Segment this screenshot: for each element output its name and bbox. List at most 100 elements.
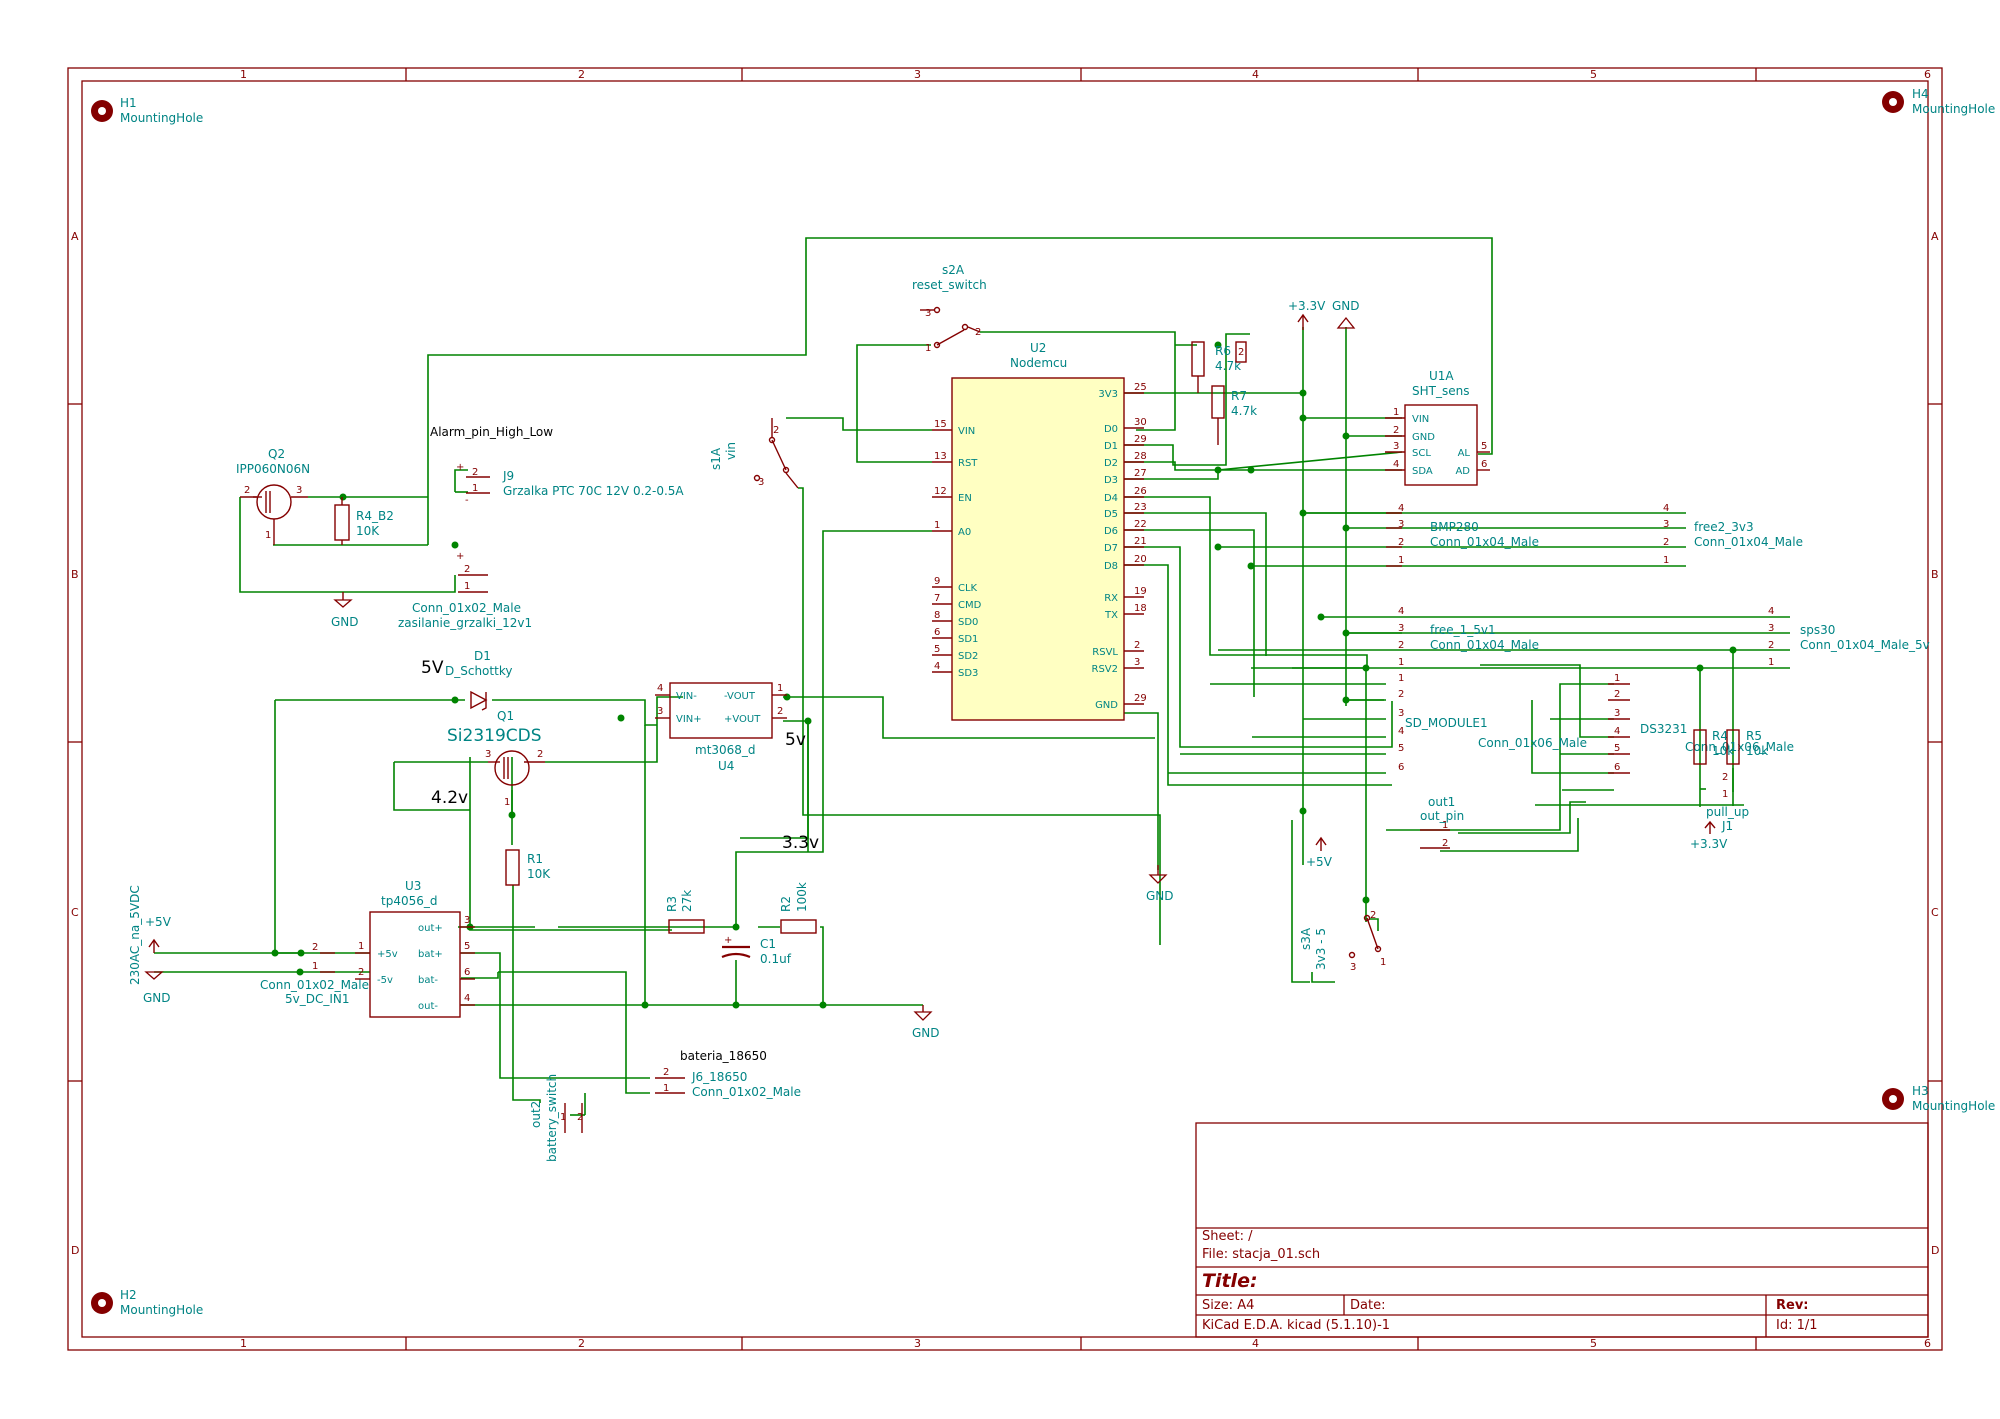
u3-pin-6: 6 bbox=[464, 967, 470, 978]
svg-text:2: 2 bbox=[1722, 772, 1728, 783]
grid-col-5-bottom: 5 bbox=[1590, 1337, 1597, 1350]
u3-pin-5: 5 bbox=[464, 941, 470, 952]
u1a-pin-number: 1 bbox=[1393, 407, 1399, 418]
svg-text:3: 3 bbox=[1398, 623, 1404, 634]
svg-text:2: 2 bbox=[1370, 910, 1376, 921]
grid-row-a-left: A bbox=[71, 230, 79, 243]
ac-dc-label: 230AC_na_5VDC bbox=[128, 885, 142, 985]
u1a-pin-name-al: AL bbox=[1458, 448, 1471, 459]
u2-pin-number: 25 bbox=[1134, 382, 1147, 393]
free1-connector: 43 21 free_1_5v1 Conn_01x04_Male bbox=[1398, 606, 1539, 668]
u3-pin-5v: +5v bbox=[377, 949, 398, 960]
s3a-switch[interactable]: 213 s3A 3v3 - 5 bbox=[1299, 910, 1386, 973]
heater-conn-value: Conn_01x02_Male bbox=[412, 601, 521, 615]
alarm-net-label: Alarm_pin_High_Low bbox=[430, 425, 553, 439]
u2-pin-name-sd1: SD1 bbox=[958, 634, 978, 645]
svg-text:1: 1 bbox=[312, 961, 318, 972]
u2-pin-number: 29 bbox=[1134, 434, 1147, 445]
svg-text:4: 4 bbox=[1663, 503, 1669, 514]
u2-pin-name-d6: D6 bbox=[1104, 526, 1118, 537]
s1a-ref: s1A bbox=[709, 447, 723, 470]
grid-col-4-top: 4 bbox=[1252, 68, 1259, 81]
net-5v-out: 5v bbox=[785, 730, 806, 750]
u2-pin-number: 8 bbox=[934, 610, 940, 621]
s2a-value: reset_switch bbox=[912, 278, 987, 292]
u2-pin-name-3v3: 3V3 bbox=[1098, 389, 1118, 400]
ds3231-connector: 12 34 56 DS3231 Conn_01x06_Male bbox=[1608, 673, 1794, 774]
u3-pin-1: 1 bbox=[358, 941, 364, 952]
svg-text:1: 1 bbox=[1398, 555, 1404, 566]
plus5v-label-s3a: +5V bbox=[1306, 855, 1333, 869]
grid-col-6-bottom: 6 bbox=[1924, 1337, 1931, 1350]
heater-supply-connector: 21 + Conn_01x02_Male zasilanie_grzalki_1… bbox=[398, 551, 532, 630]
sd-module-value: Conn_01x06_Male bbox=[1478, 736, 1587, 750]
svg-text:2: 2 bbox=[975, 327, 981, 338]
svg-text:3: 3 bbox=[925, 308, 931, 319]
svg-text:+: + bbox=[724, 935, 732, 946]
grid-col-3-bottom: 3 bbox=[914, 1337, 921, 1350]
out1-ref: out1 bbox=[1428, 795, 1455, 809]
u3-pin-2: 2 bbox=[358, 967, 364, 978]
mounting-hole-h4: H4 MountingHole bbox=[1882, 87, 1995, 116]
svg-text:3: 3 bbox=[296, 485, 302, 496]
free1-value: Conn_01x04_Male bbox=[1430, 638, 1539, 652]
grid-col-2-top: 2 bbox=[578, 68, 585, 81]
u2-pin-number: 29 bbox=[1134, 693, 1147, 704]
grid-row-a-right: A bbox=[1931, 230, 1939, 243]
svg-text:1: 1 bbox=[1398, 673, 1404, 684]
r2-resistor: R2 100k bbox=[779, 882, 817, 934]
svg-text:3: 3 bbox=[1398, 519, 1404, 530]
r4-b2-ref: R4_B2 bbox=[356, 509, 394, 523]
s2a-reset-switch[interactable]: 312 s2A reset_switch bbox=[912, 263, 987, 354]
u2-pin-name-clk: CLK bbox=[958, 583, 978, 594]
svg-text:1: 1 bbox=[472, 483, 478, 494]
plus33-power-symbol: +3.3V bbox=[1288, 299, 1326, 330]
svg-text:4: 4 bbox=[1768, 606, 1774, 617]
r1-resistor: R1 10K bbox=[505, 849, 551, 886]
u2-pin-name-rsv2: RSV2 bbox=[1092, 664, 1119, 675]
svg-text:2: 2 bbox=[1442, 838, 1448, 849]
r5-ref: R5 bbox=[1746, 729, 1762, 743]
j9-value: Grzalka PTC 70C 12V 0.2-0.5A bbox=[503, 484, 684, 498]
r7-ref: R7 bbox=[1231, 389, 1247, 403]
q1-value: Si2319CDS bbox=[447, 726, 542, 746]
u3-pin-m5v: -5v bbox=[377, 975, 393, 986]
s1a-value: vin bbox=[724, 442, 738, 460]
u4-pin-4: 4 bbox=[657, 683, 663, 694]
gnd-label-bottom: GND bbox=[912, 1026, 940, 1040]
h1-value: MountingHole bbox=[120, 111, 203, 125]
sps30-value: Conn_01x04_Male_5v bbox=[1800, 638, 1930, 652]
svg-text:2: 2 bbox=[1398, 689, 1404, 700]
s1a-vin-switch[interactable]: 23 s1A vin bbox=[709, 418, 799, 489]
u2-pin-name-d8: D8 bbox=[1104, 561, 1118, 572]
u2-pin-number: 28 bbox=[1134, 451, 1147, 462]
r3-resistor: R3 27k bbox=[665, 890, 705, 934]
u1a-pin-name-gnd: GND bbox=[1412, 432, 1435, 443]
j9-minus: - bbox=[465, 495, 469, 506]
u2-pin-number: 2 bbox=[1134, 640, 1140, 651]
u2-pin-number: 18 bbox=[1134, 603, 1147, 614]
gnd-label-q2: GND bbox=[331, 615, 359, 629]
u1a-pin-name-sda: SDA bbox=[1412, 466, 1433, 477]
svg-text:3: 3 bbox=[758, 477, 764, 488]
svg-text:1: 1 bbox=[1722, 789, 1728, 800]
svg-text:5: 5 bbox=[1614, 743, 1620, 754]
svg-text:1: 1 bbox=[1614, 673, 1620, 684]
grid-row-b-left: B bbox=[71, 568, 79, 581]
u2-pin-number: 3 bbox=[1134, 657, 1140, 668]
u2-pin-name-vin: VIN bbox=[958, 426, 975, 437]
svg-text:2: 2 bbox=[1238, 347, 1244, 358]
r4-pullup-resistor: R4 10k bbox=[1693, 729, 1734, 765]
u3-ref: U3 bbox=[405, 879, 421, 893]
u1a-pin-name-vin: VIN bbox=[1412, 414, 1429, 425]
heater-plus: + bbox=[456, 551, 464, 562]
r6-resistor: R6 4.7k 2 bbox=[1191, 341, 1247, 393]
svg-text:2: 2 bbox=[312, 942, 318, 953]
u2-pin-number: 20 bbox=[1134, 554, 1147, 565]
u2-pin-name-gnd: GND bbox=[1095, 700, 1118, 711]
u3-pin-batm: bat- bbox=[418, 975, 438, 986]
